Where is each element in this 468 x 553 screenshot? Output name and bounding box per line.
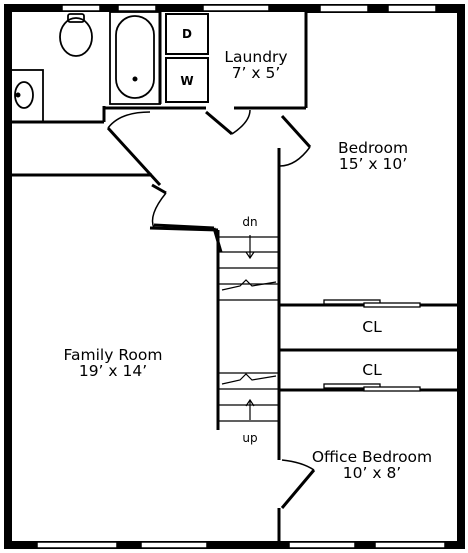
stairs-down-label: dn	[242, 215, 257, 229]
dryer-label: D	[182, 27, 192, 41]
windows	[36, 4, 446, 549]
bathroom-fixtures	[10, 11, 161, 123]
washer-icon	[165, 57, 209, 103]
washer-label: W	[180, 74, 193, 88]
office-size: 10’ x 8’	[343, 464, 401, 482]
family-room-size: 19’ x 14’	[79, 362, 147, 380]
dryer-icon	[165, 13, 209, 55]
sink-icon	[10, 69, 44, 123]
closet-sliding-doors	[323, 299, 421, 392]
closet-label-1: CL	[362, 318, 382, 336]
bathtub-icon	[109, 11, 161, 105]
family-room-name: Family Room	[64, 346, 163, 364]
exterior-walls	[4, 4, 465, 549]
laundry-fixtures	[165, 13, 209, 103]
stairs-up-label: up	[242, 431, 257, 445]
laundry-name: Laundry	[224, 48, 287, 66]
closet-label-2: CL	[362, 361, 382, 379]
doors	[106, 109, 316, 509]
bedroom-name: Bedroom	[338, 139, 408, 157]
toilet-icon	[59, 17, 93, 57]
laundry-size: 7’ x 5’	[232, 64, 281, 82]
office-name: Office Bedroom	[312, 448, 432, 466]
stairs	[218, 235, 279, 422]
bedroom-size: 15’ x 10’	[339, 155, 407, 173]
